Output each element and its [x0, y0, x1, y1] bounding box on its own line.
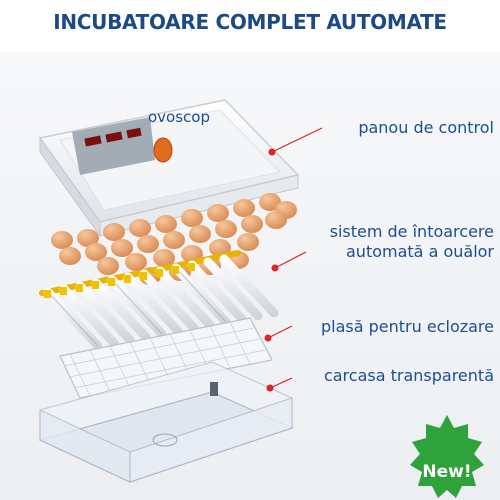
egg-turning-rollers	[39, 250, 279, 351]
label-turning-line2: automată a ouălor	[346, 242, 494, 261]
label-housing: carcasa transparentă	[323, 366, 494, 385]
label-control-panel: panou de control	[358, 118, 494, 137]
transparent-housing	[38, 361, 294, 483]
hatching-net	[59, 317, 273, 399]
new-badge-text: New!	[422, 462, 472, 482]
incubator-lid	[38, 99, 300, 238]
page-title: INCUBATOARE COMPLET AUTOMATE	[53, 10, 447, 34]
label-ovoscop: ovoscop	[148, 108, 210, 126]
label-hatching-net: plasă pentru eclozare	[321, 317, 494, 336]
label-turning-line1: sistem de întoarcere	[329, 222, 494, 241]
eggs	[51, 193, 297, 285]
ovoscop-egg	[153, 137, 173, 163]
callout-pointers	[264, 127, 323, 392]
new-badge	[410, 415, 484, 498]
